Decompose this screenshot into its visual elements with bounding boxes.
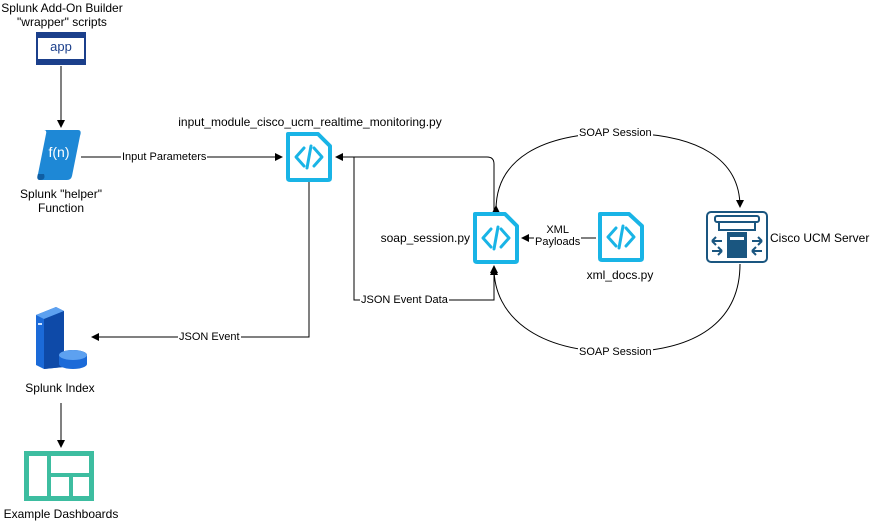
- helper-function-label: Splunk "helper" Function: [20, 187, 102, 215]
- server-icon-cisco-ucm: [706, 211, 768, 263]
- edge-label-input-parameters: Input Parameters: [121, 151, 208, 163]
- edge-label-xml-payloads: XML Payloads: [534, 224, 582, 248]
- dashboard-icon: [24, 451, 94, 501]
- edge-label-soap-session-top: SOAP Session: [578, 127, 653, 139]
- addon-builder-label: Splunk Add-On Builder "wrapper" scripts: [1, 1, 123, 29]
- edge-label-json-event: JSON Event: [178, 331, 241, 343]
- code-file-icon-input-module: [284, 132, 334, 182]
- xml-docs-label: xml_docs.py: [586, 268, 654, 282]
- edge-soap-to-input: [335, 153, 495, 210]
- edge-label-json-event-data: JSON Event Data: [360, 294, 449, 306]
- cisco-ucm-label: Cisco UCM Server: [770, 231, 870, 245]
- database-server-icon: [34, 305, 88, 371]
- app-window-icon: app: [36, 32, 86, 65]
- dashboards-label: Example Dashboards: [3, 507, 119, 521]
- splunk-index-label: Splunk Index: [25, 381, 95, 395]
- edge-soap-session-top: [495, 132, 744, 211]
- function-scroll-icon: f(n): [36, 128, 82, 182]
- edge-label-soap-session-bottom: SOAP Session: [578, 346, 653, 358]
- soap-session-label: soap_session.py: [380, 231, 470, 245]
- input-module-label: input_module_cisco_ucm_realtime_monitori…: [178, 115, 442, 129]
- code-file-icon-soap-session: [471, 212, 521, 264]
- code-file-icon-xml-docs: [597, 212, 645, 262]
- edge-json-event: [91, 182, 310, 341]
